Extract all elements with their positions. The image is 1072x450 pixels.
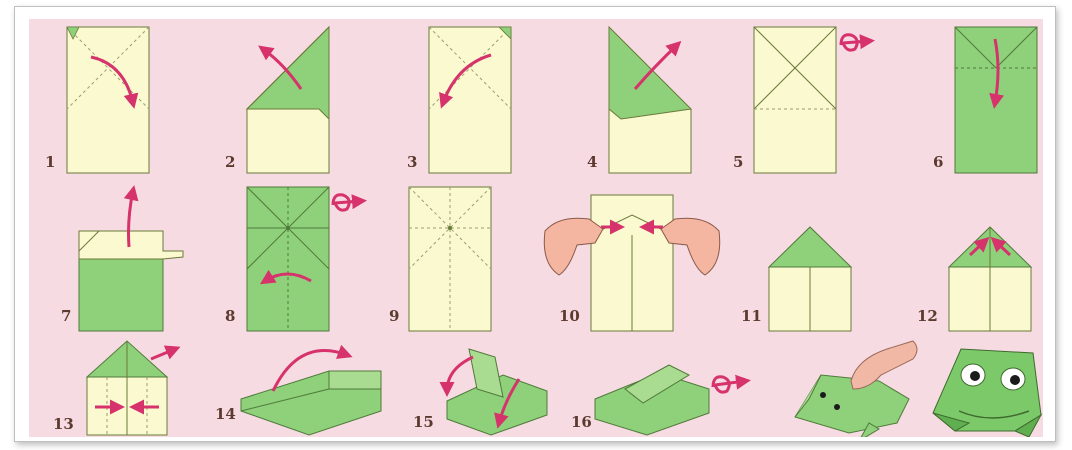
step-number: 11 (741, 307, 762, 325)
step-11 (769, 227, 851, 331)
turn-over-icon (333, 195, 361, 210)
turn-over-icon (713, 377, 745, 392)
step-13 (87, 341, 175, 435)
fold-arrow-icon (151, 349, 175, 359)
step-12 (949, 227, 1031, 331)
step-7 (79, 191, 183, 331)
step-15 (447, 349, 547, 435)
step-number: 4 (587, 153, 597, 171)
step-number: 8 (225, 307, 235, 325)
step-2 (247, 27, 329, 173)
step-number: 14 (215, 405, 236, 423)
step-9 (409, 187, 491, 331)
step-8 (247, 187, 361, 331)
turn-over-icon (841, 35, 869, 50)
step-3 (429, 27, 511, 173)
instruction-panel: 1 2 3 4 5 6 7 8 9 10 11 12 13 14 15 16 (29, 19, 1043, 437)
step-number: 15 (413, 413, 434, 431)
step-number: 6 (933, 153, 943, 171)
origami-frog-diagram: 1 2 3 4 5 6 7 8 9 10 11 12 13 14 15 16 (29, 19, 1043, 437)
step-number: 5 (733, 153, 743, 171)
step-number: 9 (389, 307, 399, 325)
finger-icon (851, 341, 917, 389)
step-number: 12 (917, 307, 938, 325)
step-6 (955, 27, 1037, 173)
step-number: 1 (45, 153, 55, 171)
figure-frame: 1 2 3 4 5 6 7 8 9 10 11 12 13 14 15 16 (14, 6, 1056, 442)
step-5 (754, 27, 869, 173)
step-number: 2 (225, 153, 235, 171)
step-4 (609, 27, 691, 173)
step-number: 13 (53, 415, 74, 433)
step-16 (595, 365, 745, 435)
step-number: 10 (559, 307, 580, 325)
frog-with-finger (795, 341, 917, 437)
step-number: 16 (571, 413, 592, 431)
finished-frog (933, 349, 1041, 437)
step-number: 3 (407, 153, 417, 171)
step-number: 7 (61, 307, 71, 325)
step-14 (241, 351, 381, 436)
step-1 (67, 27, 149, 173)
fold-arrow-icon (447, 357, 473, 391)
